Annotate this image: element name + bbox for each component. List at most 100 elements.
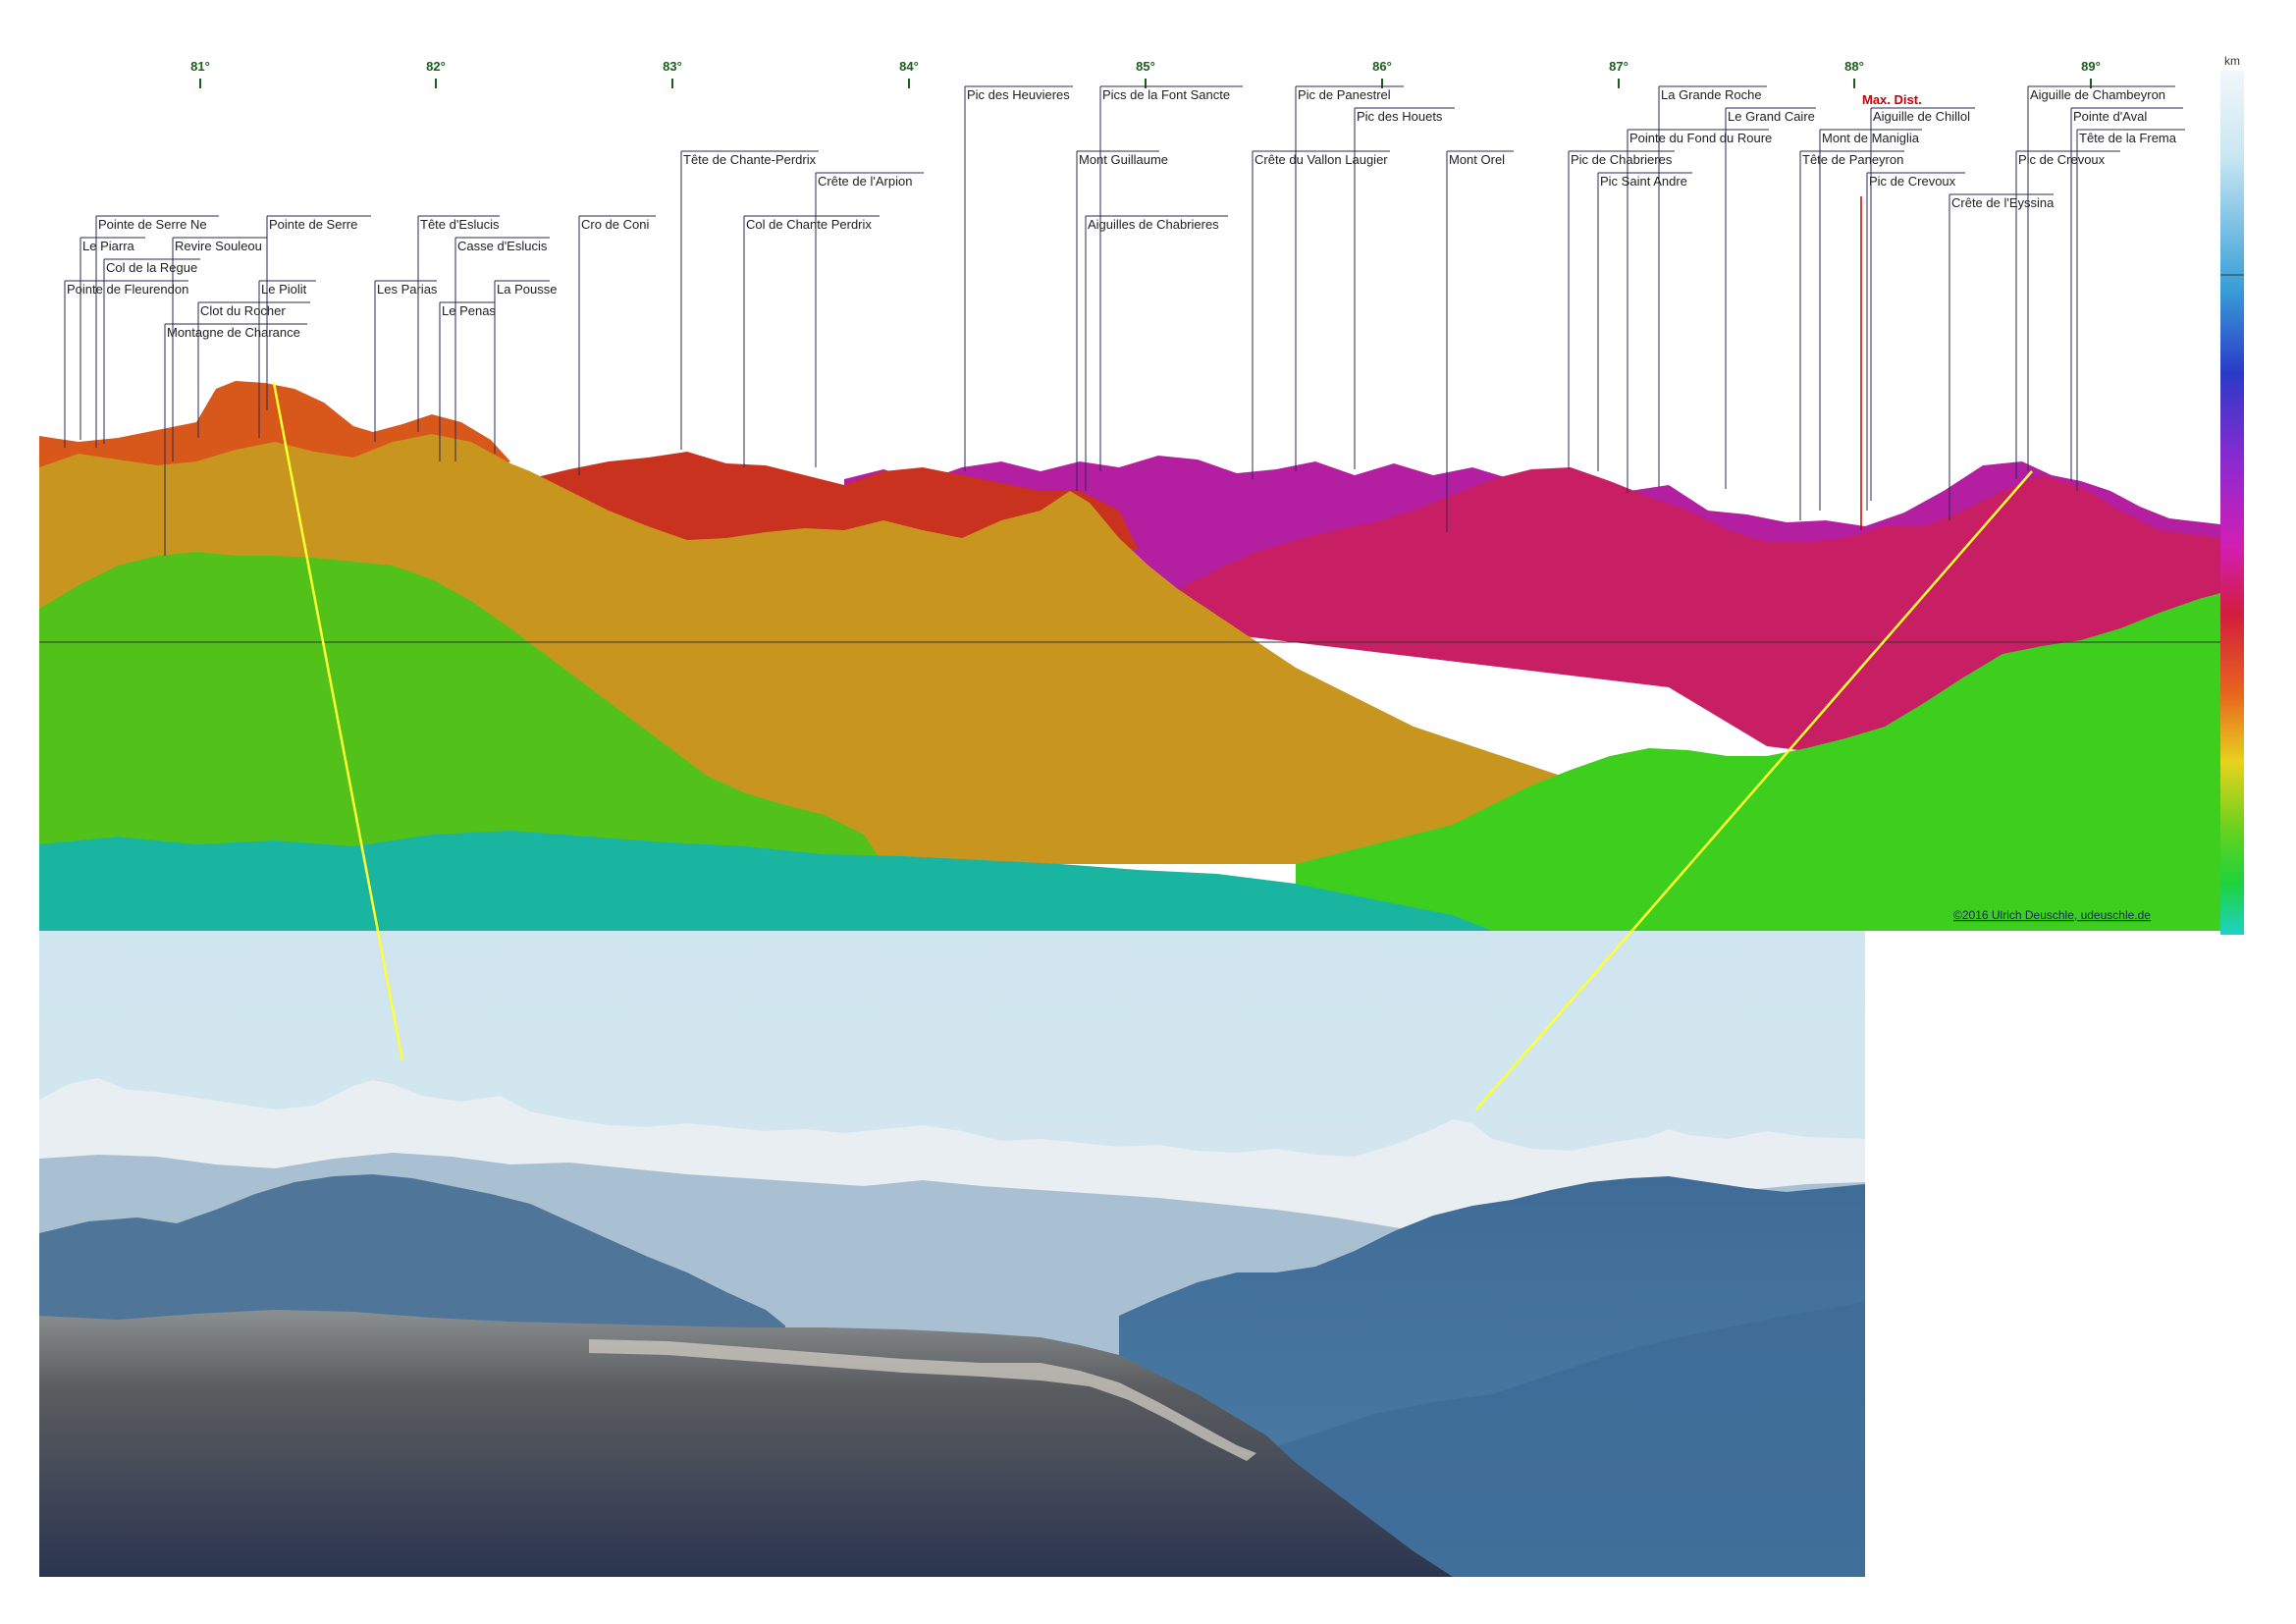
peak-label: Cro de Coni (581, 217, 649, 232)
peak-marker: Crête de l'Arpion (815, 172, 924, 467)
peak-marker: Les Parias (374, 280, 438, 442)
peak-marker: Montagne de Charance (164, 323, 307, 556)
peak-label: Pic de Panestrel (1298, 87, 1391, 102)
peak-label: Pic de Crevoux (1869, 174, 1956, 189)
peak-marker: Pics de la Font Sancte (1099, 85, 1243, 471)
peak-marker: La Pousse (494, 280, 557, 454)
degree-label: 84° (899, 59, 919, 74)
peak-label: Aiguille de Chambeyron (2030, 87, 2165, 102)
peak-label: Le Grand Caire (1728, 109, 1815, 124)
green-ridge-right (1296, 593, 2220, 931)
altitude-scale-unit: km (2224, 54, 2240, 68)
altitude-scale: km (2220, 54, 2244, 935)
peak-marker: Mont Guillaume (1076, 150, 1168, 491)
peak-marker: Le Penas (439, 301, 496, 461)
pointer-line-right (1475, 470, 2033, 1110)
peak-label: Tête de Paneyron (1802, 152, 1903, 167)
peak-marker: Le Piarra (80, 237, 145, 440)
peak-label: Crête du Vallon Laugier (1255, 152, 1388, 167)
degree-label: 85° (1136, 59, 1155, 74)
degree-label: 89° (2081, 59, 2101, 74)
peak-label: Pics de la Font Sancte (1102, 87, 1230, 102)
peak-label: Pic Saint Andre (1600, 174, 1687, 189)
green-ridge-left (39, 552, 883, 864)
peak-label: Les Parias (377, 282, 438, 297)
peak-marker: Col de Chante Perdrix (743, 215, 880, 467)
peak-label: Pointe de Fleurendon (67, 282, 188, 297)
peak-label: Le Piarra (82, 239, 135, 253)
peak-marker: Casse d'Eslucis (454, 237, 550, 461)
peak-label: Pic des Houets (1357, 109, 1443, 124)
peak-label: Le Piolit (261, 282, 307, 297)
peak-label: Tête de Chante-Perdrix (683, 152, 817, 167)
peak-label: Aiguille de Chillol (1873, 109, 1970, 124)
peak-marker: Cro de Coni (578, 215, 656, 475)
peak-marker: Aiguille de Chillol (1870, 107, 1975, 501)
teal-foreground (39, 831, 1492, 931)
degree-label: 88° (1844, 59, 1864, 74)
peak-marker: Pic Saint Andre (1597, 172, 1692, 471)
peak-marker: Le Piolit (258, 280, 316, 438)
peak-label: Casse d'Eslucis (457, 239, 548, 253)
peak-label: Tête d'Eslucis (420, 217, 500, 232)
peak-marker: Pointe d'Aval (2070, 107, 2183, 481)
peak-marker: Mont Orel (1446, 150, 1514, 532)
peak-marker: Clot du Rocher (197, 301, 310, 438)
peak-label: Montagne de Charance (167, 325, 300, 340)
peak-marker: Tête de Paneyron (1799, 150, 1904, 520)
peak-marker: Pic de Crevoux (2015, 150, 2120, 479)
peak-label: Revire Souleou (175, 239, 262, 253)
peak-marker: Pic de Crevoux (1866, 172, 1965, 511)
peak-marker: Pointe de Serre (266, 215, 371, 410)
peak-marker: Crête de l'Eyssina (1949, 193, 2055, 520)
peak-marker: Pic des Heuvieres (964, 85, 1073, 471)
peak-label: Le Penas (442, 303, 496, 318)
peak-marker: Pointe du Fond du Roure (1627, 129, 1772, 493)
degree-label: 87° (1609, 59, 1629, 74)
peak-marker: Pointe de Serre Ne (95, 215, 219, 448)
peak-marker: Revire Souleou (172, 237, 267, 461)
peak-label: Mont Guillaume (1079, 152, 1168, 167)
peak-marker: Col de la Regue (103, 258, 200, 444)
peak-label: Clot du Rocher (200, 303, 286, 318)
peak-label: Pic de Chabrieres (1571, 152, 1673, 167)
degree-label: 86° (1372, 59, 1392, 74)
peak-label: Col de Chante Perdrix (746, 217, 872, 232)
peak-marker: Pic de Panestrel (1295, 85, 1404, 471)
copyright-text: ©2016 Ulrich Deuschle, udeuschle.de (1953, 908, 2151, 922)
peak-label: Pointe d'Aval (2073, 109, 2147, 124)
peak-label: La Grande Roche (1661, 87, 1762, 102)
pointer-line-left (272, 382, 404, 1061)
peak-marker: Tête de Chante-Perdrix (680, 150, 819, 450)
peak-label: Tête de la Frema (2079, 131, 2177, 145)
rendered-panorama: Max. Dist. (39, 92, 2220, 931)
peak-label: Mont de Maniglia (1822, 131, 1920, 145)
peak-label: Pic des Heuvieres (967, 87, 1070, 102)
red-ridge (528, 452, 1139, 550)
cliff-band (589, 1339, 1256, 1461)
peak-label: Mont Orel (1449, 152, 1505, 167)
peak-marker: Aiguille de Chambeyron (2027, 85, 2175, 471)
altitude-scale-bar (2220, 71, 2244, 935)
peak-label: Pointe de Serre Ne (98, 217, 207, 232)
peak-marker: Aiguilles de Chabrieres (1085, 215, 1228, 491)
peak-marker: Mont de Maniglia (1819, 129, 1922, 511)
degree-axis: 81°82°83°84°85°86°87°88°89° (190, 59, 2101, 88)
peak-label: La Pousse (497, 282, 557, 297)
degree-label: 83° (663, 59, 682, 74)
peak-labels: Pointe de Serre Ne Pointe de Serre Le Piar… (64, 85, 2185, 556)
peak-marker: Le Grand Caire (1725, 107, 1816, 489)
peak-label: Pointe du Fond du Roure (1629, 131, 1772, 145)
peak-label: Crête de l'Arpion (818, 174, 912, 189)
peak-marker: Crête du Vallon Laugier (1252, 150, 1390, 479)
peak-label: Pic de Crevoux (2018, 152, 2106, 167)
peak-marker: Pic des Houets (1354, 107, 1455, 469)
degree-label: 82° (426, 59, 446, 74)
peak-marker: La Grande Roche (1658, 85, 1767, 487)
right-lower-ridge (1256, 1302, 1865, 1577)
peak-label: Crête de l'Eyssina (1951, 195, 2055, 210)
peak-label: Col de la Regue (106, 260, 197, 275)
max-distance-label: Max. Dist. (1862, 92, 1922, 107)
peak-marker: Tête de la Frema (2076, 129, 2185, 491)
